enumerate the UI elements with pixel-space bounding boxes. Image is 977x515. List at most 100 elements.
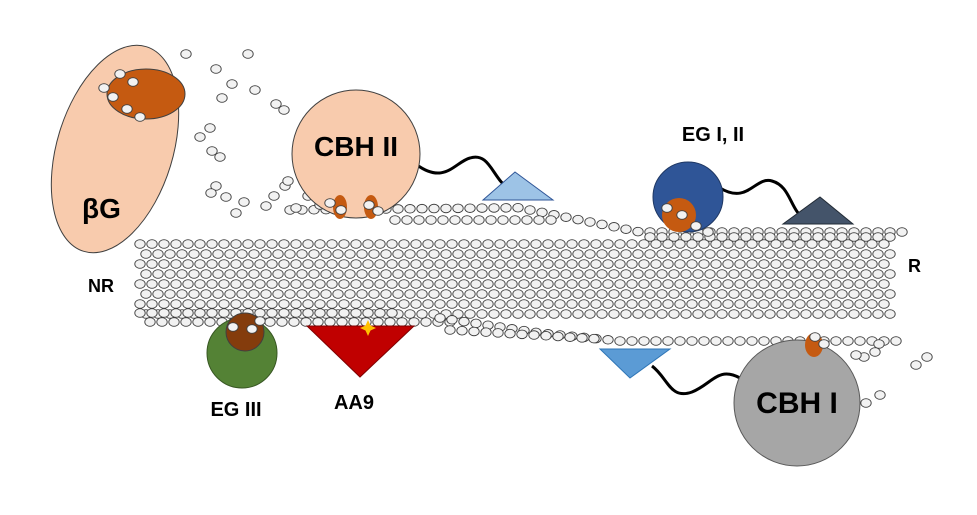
- glucose-bead: [626, 259, 638, 269]
- glucose-bead: [650, 239, 662, 249]
- glucose-bead: [434, 313, 446, 323]
- glucose-bead: [854, 336, 866, 346]
- glucose-bead: [506, 259, 518, 269]
- glucose-bead: [836, 309, 848, 319]
- glucose-bead: [452, 289, 464, 299]
- bound-glucose-bead: [809, 332, 821, 342]
- glucose-bead: [326, 239, 338, 249]
- glucose-bead: [242, 299, 254, 309]
- glucose-bead: [722, 279, 734, 289]
- glucose-bead: [180, 317, 192, 327]
- free-glucose-bead: [214, 152, 226, 162]
- glucose-bead: [398, 279, 410, 289]
- glucose-bead: [506, 299, 518, 309]
- glucose-bead: [554, 239, 566, 249]
- glucose-bead: [134, 259, 146, 269]
- glucose-bead: [734, 279, 746, 289]
- glucose-bead: [668, 289, 680, 299]
- glucose-bead: [524, 249, 536, 259]
- glucose-bead: [722, 336, 734, 346]
- glucose-bead: [425, 215, 437, 225]
- glucose-bead: [461, 215, 473, 225]
- glucose-bead: [650, 279, 662, 289]
- glucose-bead: [740, 249, 752, 259]
- glucose-bead: [632, 249, 644, 259]
- glucose-bead: [728, 249, 740, 259]
- glucose-bead: [812, 269, 824, 279]
- eg12-linker: [719, 178, 805, 220]
- glucose-bead: [872, 249, 884, 259]
- glucose-bead: [326, 299, 338, 309]
- glucose-bead: [710, 259, 722, 269]
- glucose-bead: [572, 269, 584, 279]
- glucose-bead: [470, 299, 482, 309]
- glucose-bead: [734, 336, 746, 346]
- glucose-bead: [140, 269, 152, 279]
- glucose-bead: [464, 309, 476, 319]
- glucose-bead: [776, 289, 788, 299]
- glucose-bead: [380, 289, 392, 299]
- glucose-bead: [524, 205, 536, 215]
- glucose-bead: [266, 299, 278, 309]
- glucose-bead: [296, 289, 308, 299]
- glucose-bead: [350, 279, 362, 289]
- glucose-bead: [302, 259, 314, 269]
- glucose-bead: [698, 279, 710, 289]
- glucose-bead: [806, 239, 818, 249]
- glucose-bead: [728, 232, 740, 242]
- glucose-bead: [434, 279, 446, 289]
- glucose-bead: [410, 299, 422, 309]
- free-glucose-bead: [873, 339, 885, 349]
- glucose-bead: [668, 309, 680, 319]
- bound-glucose-bead: [372, 206, 384, 216]
- glucose-bead: [188, 289, 200, 299]
- glucose-bead: [524, 289, 536, 299]
- free-glucose-bead: [205, 188, 217, 198]
- glucose-bead: [182, 308, 194, 318]
- glucose-bead: [662, 336, 674, 346]
- glucose-bead: [254, 308, 266, 318]
- glucose-bead: [392, 289, 404, 299]
- glucose-bead: [530, 299, 542, 309]
- glucose-bead: [576, 333, 588, 343]
- glucose-bead: [456, 325, 468, 336]
- glucose-bead: [668, 269, 680, 279]
- cbh1-label: CBH I: [756, 387, 838, 420]
- glucose-bead: [686, 299, 698, 309]
- glucose-bead: [806, 299, 818, 309]
- beta-glucosidase: βG: [50, 44, 186, 254]
- glucose-bead: [770, 259, 782, 269]
- glucose-bead: [548, 249, 560, 259]
- glucose-bead: [542, 299, 554, 309]
- glucose-bead: [662, 239, 674, 249]
- glucose-bead: [194, 259, 206, 269]
- glucose-bead: [590, 279, 602, 289]
- glucose-bead: [572, 289, 584, 299]
- glucose-bead: [500, 289, 512, 299]
- glucose-bead: [710, 299, 722, 309]
- glucose-bead: [782, 239, 794, 249]
- glucose-bead: [422, 239, 434, 249]
- glucose-bead: [500, 309, 512, 319]
- glucose-bead: [276, 317, 288, 327]
- glucose-bead: [728, 269, 740, 279]
- glucose-bead: [468, 326, 480, 337]
- glucose-bead: [152, 249, 164, 259]
- glucose-bead: [348, 317, 360, 327]
- glucose-bead: [278, 259, 290, 269]
- glucose-bead: [320, 249, 332, 259]
- glucose-bead: [434, 259, 446, 269]
- glucose-bead: [458, 316, 470, 327]
- glucose-bead: [533, 215, 545, 225]
- glucose-bead: [494, 279, 506, 289]
- glucose-bead: [236, 249, 248, 259]
- glucose-bead: [602, 259, 614, 269]
- glucose-bead: [254, 259, 266, 269]
- glucose-bead: [374, 299, 386, 309]
- glucose-bead: [788, 269, 800, 279]
- glucose-bead: [584, 249, 596, 259]
- glucose-bead: [200, 249, 212, 259]
- glucose-bead: [710, 279, 722, 289]
- glucose-bead: [144, 317, 156, 327]
- glucose-bead: [326, 279, 338, 289]
